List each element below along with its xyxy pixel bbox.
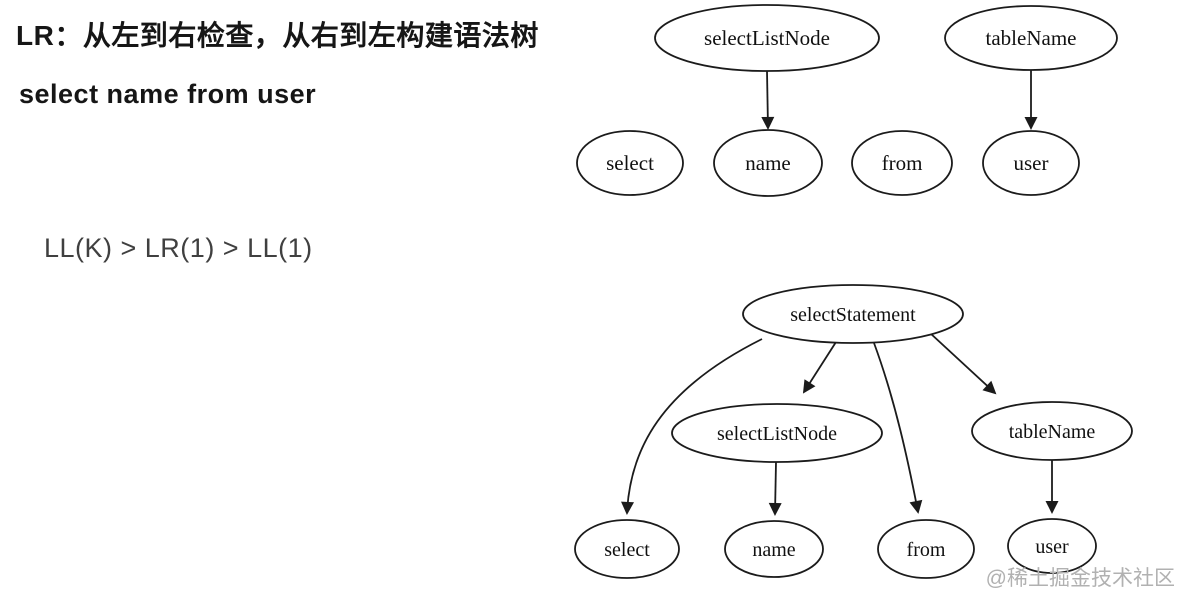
node-label-t2-selectStatement: selectStatement: [790, 304, 916, 326]
node-t2-tableName: [971, 401, 1133, 461]
node-t2-selectListNode: [671, 403, 883, 463]
node-t1-user: [982, 130, 1080, 196]
node-label-t1-select: select: [606, 151, 654, 175]
node-label-t2-user: user: [1035, 536, 1069, 558]
edge-t2-selectStatement-to-t2-select: [621, 338, 763, 515]
lr-title-text: LR：从左到右检查，从右到左构建语法树: [16, 20, 539, 51]
node-t1-selectListNode: [654, 4, 880, 72]
node-t2-select: [574, 519, 680, 579]
node-t1-name: [713, 129, 823, 197]
node-t1-select: [576, 130, 684, 196]
node-label-t1-from: from: [882, 151, 923, 175]
node-label-t2-selectListNode: selectListNode: [717, 423, 837, 445]
node-label-t2-name: name: [752, 539, 795, 561]
node-t1-tableName: [944, 5, 1118, 71]
node-label-t1-selectListNode: selectListNode: [704, 26, 830, 50]
sql-query-text: select name from user: [19, 79, 317, 109]
tree-upper-partial-parse: selectListNode tableName select name from use…: [576, 4, 1118, 197]
edge-t2-selectStatement-to-t2-selectListNode: [802, 341, 837, 394]
juejin-watermark: @稀土掘金技术社区: [985, 567, 1175, 590]
tree-lower-full-parse-tree: selectStatement selectListNode tableName se…: [574, 284, 1133, 579]
node-label-t1-name: name: [745, 151, 790, 175]
node-t2-name: [724, 520, 824, 578]
node-t2-user: [1007, 518, 1097, 574]
parser-comparison-formula: LL(K) > LR(1) > LL(1): [44, 233, 313, 263]
node-label-t2-from: from: [907, 539, 946, 561]
node-label-t2-tableName: tableName: [1009, 421, 1096, 443]
edge-t2-selectStatement-to-t2-from: [873, 342, 923, 514]
edge-t2-selectListNode-to-t2-name: [768, 461, 782, 516]
node-label-t2-select: select: [604, 539, 650, 561]
node-t1-from: [851, 130, 953, 196]
node-label-t1-tableName: tableName: [986, 26, 1077, 50]
node-t2-selectStatement: [742, 284, 964, 344]
edge-t1-selectListNode-to-t1-name: [761, 70, 775, 130]
node-label-t1-user: user: [1014, 151, 1049, 175]
edge-t2-selectStatement-to-t2-tableName: [929, 332, 997, 395]
node-t2-from: [877, 519, 975, 579]
